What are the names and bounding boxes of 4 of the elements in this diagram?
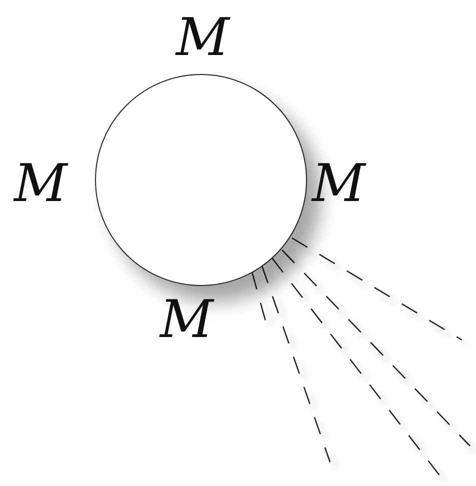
letter-label: M <box>14 158 68 210</box>
letter-label: M <box>160 294 214 346</box>
letter-label: M <box>176 12 230 64</box>
letter-label: M <box>312 158 366 210</box>
